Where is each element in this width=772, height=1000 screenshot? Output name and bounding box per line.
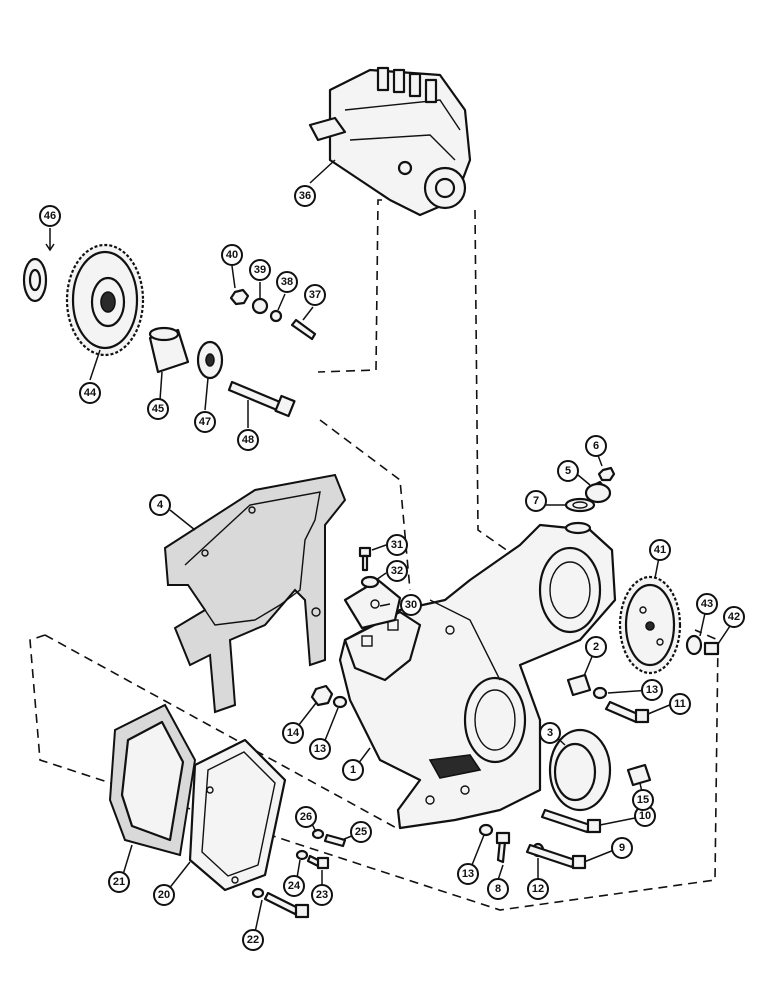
callout-14: 14 <box>282 722 304 744</box>
callout-7: 7 <box>525 490 547 512</box>
callout-label: 22 <box>247 934 259 946</box>
callout-label: 7 <box>533 495 539 507</box>
callout-label: 21 <box>113 876 125 888</box>
front-cover-gasket <box>163 473 347 714</box>
callout-label: 43 <box>701 598 713 610</box>
callout-label: 13 <box>646 684 658 696</box>
callout-label: 13 <box>314 743 326 755</box>
callout-label: 37 <box>309 289 321 301</box>
callout-label: 26 <box>300 811 312 823</box>
timing-gear-housing <box>338 521 617 830</box>
dowels-and-bolts-right <box>566 673 652 787</box>
camshaft-gear <box>22 243 145 357</box>
callout-label: 11 <box>674 698 686 710</box>
callout-label: 32 <box>391 565 403 577</box>
callout-11: 11 <box>669 693 691 715</box>
callout-1: 1 <box>342 759 364 781</box>
callout-label: 44 <box>84 387 97 399</box>
cover-plate-gasket <box>108 703 197 857</box>
bottom-bolts <box>478 808 602 870</box>
callout-label: 31 <box>391 539 403 551</box>
pump-drive-gear <box>618 575 720 675</box>
callout-13-left: 13 <box>309 738 331 760</box>
callout-20: 20 <box>153 884 175 906</box>
callout-label: 48 <box>242 434 254 446</box>
callout-label: 12 <box>532 883 544 895</box>
callout-label: 4 <box>157 499 164 511</box>
callout-39: 39 <box>249 259 271 281</box>
callout-label: 40 <box>226 249 238 261</box>
callout-label: 20 <box>158 889 170 901</box>
callout-label: 9 <box>619 842 625 854</box>
gear-hub <box>148 326 296 418</box>
callout-12: 12 <box>527 878 549 900</box>
cover-plate-bolts <box>251 828 347 919</box>
callout-15: 15 <box>632 789 654 811</box>
callout-label: 1 <box>350 764 356 776</box>
callout-23: 23 <box>311 884 333 906</box>
callout-label: 23 <box>316 889 328 901</box>
callout-5: 5 <box>557 460 579 482</box>
callout-label: 5 <box>565 465 571 477</box>
callouts: 1 2 3 4 5 6 7 8 9 10 11 12 13 13 13 14 1… <box>39 185 745 951</box>
callout-label: 13 <box>462 868 474 880</box>
callout-label: 25 <box>355 826 367 838</box>
callout-13-right: 13 <box>641 679 663 701</box>
callout-label: 45 <box>152 403 164 415</box>
callout-label: 8 <box>495 883 501 895</box>
callout-label: 3 <box>547 727 553 739</box>
callout-24: 24 <box>283 875 305 897</box>
callout-label: 47 <box>199 416 211 428</box>
callout-22: 22 <box>242 929 264 951</box>
callout-21: 21 <box>108 871 130 893</box>
callout-9: 9 <box>611 837 633 859</box>
callout-37: 37 <box>304 284 326 306</box>
callout-38: 38 <box>276 271 298 293</box>
assembly-lines <box>29 199 719 911</box>
callout-label: 39 <box>254 264 266 276</box>
callout-30: 30 <box>400 594 422 616</box>
callout-47: 47 <box>194 411 216 433</box>
injection-pump <box>308 66 472 217</box>
callout-label: 2 <box>593 641 599 653</box>
callout-45: 45 <box>147 398 169 420</box>
callout-8: 8 <box>487 878 509 900</box>
callout-36: 36 <box>294 185 316 207</box>
callout-6: 6 <box>585 435 607 457</box>
callout-4: 4 <box>149 494 171 516</box>
callout-label: 38 <box>281 276 293 288</box>
callout-43: 43 <box>696 593 718 615</box>
cover-plate <box>188 738 287 892</box>
callout-3: 3 <box>539 722 561 744</box>
callout-label: 6 <box>593 440 599 452</box>
callout-26: 26 <box>295 806 317 828</box>
callout-41: 41 <box>649 539 671 561</box>
callout-label: 41 <box>654 544 666 556</box>
callout-label: 24 <box>288 880 301 892</box>
callout-10: 10 <box>634 805 656 827</box>
callout-32: 32 <box>386 560 408 582</box>
mounting-bracket <box>343 546 402 630</box>
stud-fasteners <box>229 288 317 341</box>
callout-2: 2 <box>585 636 607 658</box>
callout-label: 36 <box>299 190 311 202</box>
callout-label: 10 <box>639 810 651 822</box>
callout-label: 30 <box>405 599 417 611</box>
callout-25: 25 <box>350 821 372 843</box>
callout-31: 31 <box>386 534 408 556</box>
callout-42: 42 <box>723 606 745 628</box>
callout-13-bottom: 13 <box>457 863 479 885</box>
callout-label: 14 <box>287 727 300 739</box>
callout-44: 44 <box>79 382 101 404</box>
callout-40: 40 <box>221 244 243 266</box>
callout-label: 15 <box>637 794 649 806</box>
nut-and-washer-left <box>310 684 348 709</box>
crankshaft-seal <box>548 728 612 812</box>
callout-label: 42 <box>728 611 740 623</box>
callout-46: 46 <box>39 205 61 227</box>
callout-48: 48 <box>237 429 259 451</box>
top-plug <box>564 466 616 513</box>
callout-label: 46 <box>44 210 56 222</box>
